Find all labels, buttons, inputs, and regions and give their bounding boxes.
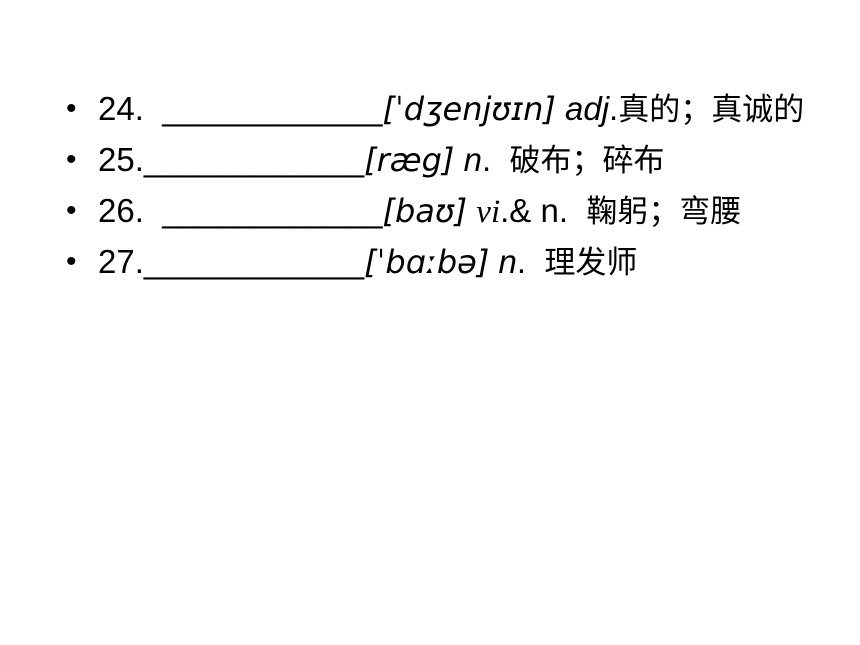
- answer-blank: ____________: [162, 192, 383, 229]
- item-number: 25.: [98, 141, 144, 178]
- vocabulary-list: • 24. ____________[ˈdʒenjʊɪn] adj.真的；真诚的…: [62, 86, 842, 290]
- phonetic: [ræg]: [364, 141, 455, 179]
- part-of-speech-suffix: .: [516, 243, 526, 280]
- meaning: 真的；真诚的: [618, 92, 805, 128]
- meaning: 理发师: [544, 245, 638, 281]
- part-of-speech: n: [498, 243, 517, 280]
- item-number: 26.: [98, 192, 144, 229]
- list-item: • 27.____________[ˈbɑːbə] n. 理发师: [62, 239, 842, 286]
- item-number: 24.: [98, 90, 144, 127]
- answer-blank: ____________: [162, 90, 383, 127]
- item-number: 27.: [98, 243, 144, 280]
- phonetic: [baʊ]: [382, 192, 468, 230]
- part-of-speech-suffix: .: [609, 90, 619, 127]
- list-item: • 25.____________[ræg] n. 破布；碎布: [62, 137, 842, 184]
- part-of-speech-suffix: .& n.: [500, 192, 568, 229]
- bullet-icon: •: [66, 143, 77, 176]
- meaning: 破布；碎布: [509, 143, 665, 179]
- part-of-speech: adj: [565, 90, 610, 127]
- meaning: 鞠躬；弯腰: [586, 194, 742, 230]
- answer-blank: ____________: [143, 141, 365, 178]
- list-item: • 24. ____________[ˈdʒenjʊɪn] adj.真的；真诚的: [62, 86, 842, 133]
- part-of-speech: n: [463, 141, 482, 178]
- phonetic: [ˈbɑːbə]: [364, 243, 490, 281]
- part-of-speech-suffix: .: [481, 141, 492, 178]
- part-of-speech: vi: [476, 194, 501, 230]
- bullet-icon: •: [66, 92, 77, 125]
- phonetic: [ˈdʒenjʊɪn]: [382, 90, 556, 128]
- bullet-icon: •: [66, 194, 77, 227]
- list-item: • 26. ____________[baʊ] vi.& n. 鞠躬；弯腰: [62, 188, 842, 235]
- bullet-icon: •: [66, 245, 77, 278]
- answer-blank: ____________: [143, 243, 365, 280]
